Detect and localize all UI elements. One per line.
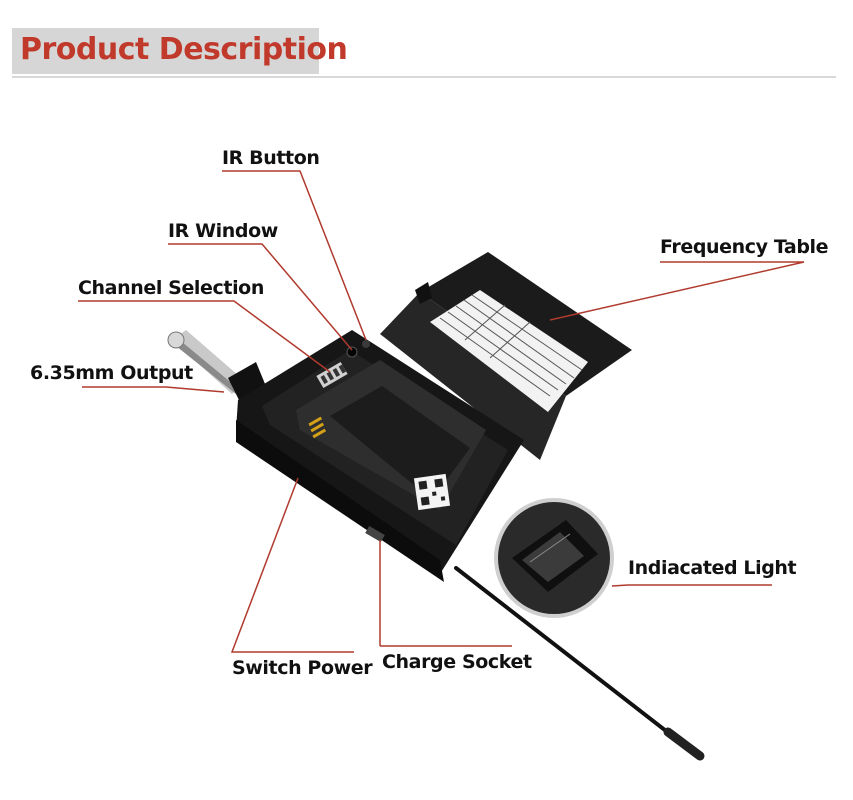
- label-ir-window: IR Window: [168, 220, 278, 242]
- label-switch-power: Switch Power: [232, 657, 373, 679]
- label-frequency-table: Frequency Table: [660, 236, 829, 258]
- ir-window-leader: [168, 243, 353, 351]
- label-indicated-light: Indiacated Light: [628, 557, 797, 579]
- header-background: [12, 28, 319, 74]
- header-divider: [12, 76, 836, 78]
- page-title: Product Description: [20, 32, 348, 67]
- antenna: [454, 566, 705, 761]
- label-channel-selection: Channel Selection: [78, 277, 264, 299]
- frequency-table-lid: [380, 252, 632, 460]
- transmitter-body: [236, 330, 524, 582]
- label-charge-socket: Charge Socket: [382, 651, 532, 673]
- channel-selection-leader: [78, 300, 331, 373]
- indicator-light-zoom: [494, 498, 614, 618]
- leader-lines: [78, 170, 805, 653]
- ir-button-leader: [222, 170, 367, 341]
- label-ir-button: IR Button: [222, 147, 320, 169]
- output-leader: [82, 386, 225, 393]
- indicated-light-leader: [611, 584, 772, 587]
- switch-power-leader: [230, 477, 354, 653]
- frequency-table-leader: [549, 261, 805, 321]
- label-output: 6.35mm Output: [30, 362, 193, 384]
